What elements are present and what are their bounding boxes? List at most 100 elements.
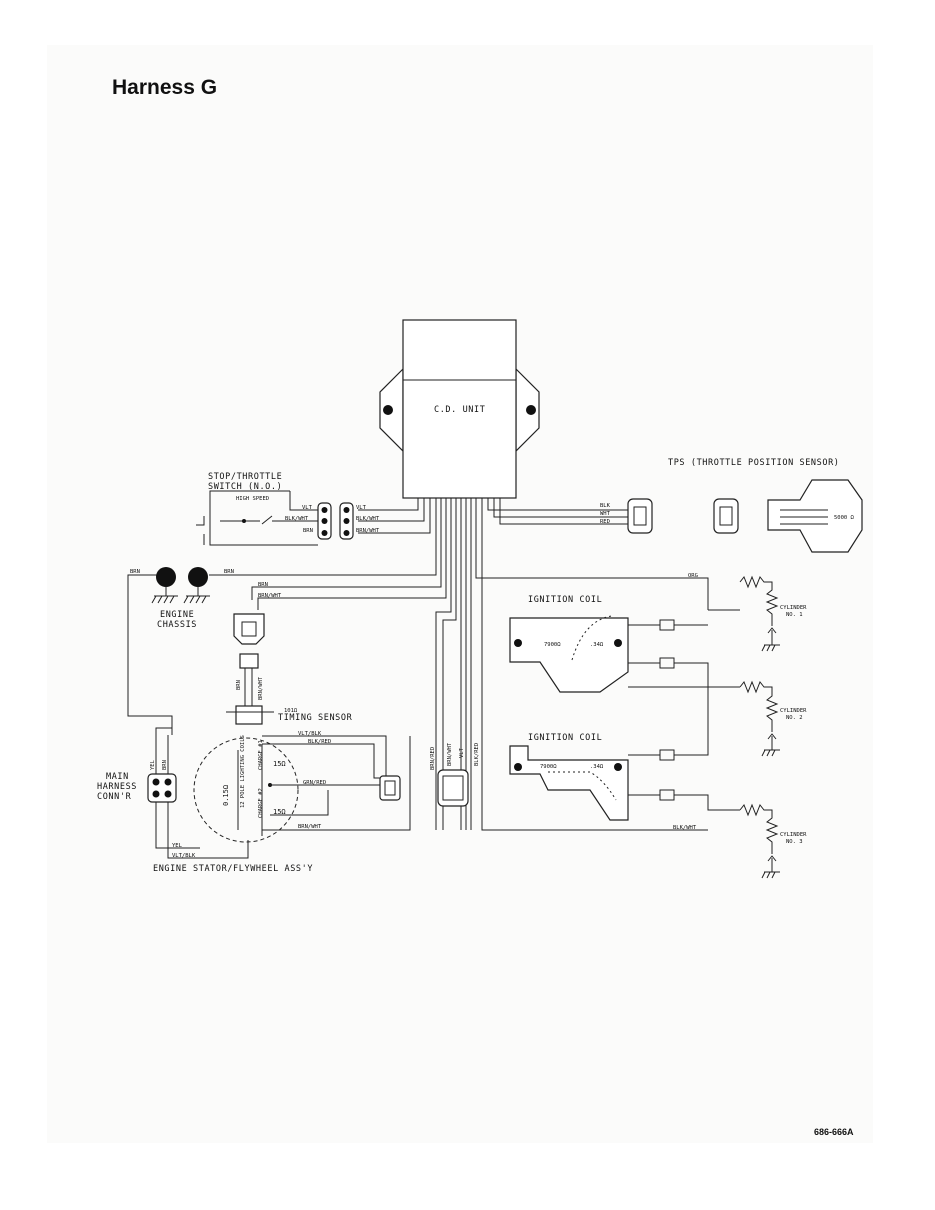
- center-wire-vlt: VLT: [459, 747, 465, 758]
- center-connector: BRN/RED BRN/WHT VLT BLK/RED: [430, 742, 480, 807]
- coil1-mount-right: [614, 639, 622, 647]
- wire-label-red: RED: [600, 519, 610, 525]
- wire-red-to-tps: [499, 498, 628, 525]
- coil2-mount-right: [614, 763, 622, 771]
- switch-contact: [220, 515, 318, 525]
- stop-switch-label-2: SWITCH (N.O.): [208, 482, 282, 492]
- cyl-1-label-b: NO. 1: [786, 612, 803, 618]
- coil-1-primary-res: 7900Ω: [544, 642, 561, 648]
- main-harness-body: [147, 773, 177, 803]
- pin: [164, 790, 172, 798]
- tps-plug-right: [713, 498, 739, 534]
- wire-label-brnwht-timing: BRN/WHT: [258, 593, 282, 599]
- center-wire-brnred: BRN/RED: [430, 747, 436, 770]
- diagram-sheet: [47, 45, 873, 1143]
- wire-blk-to-tps: [487, 498, 628, 511]
- document-number: 686-666A: [814, 1127, 854, 1137]
- wire-org-to-coil1: [475, 498, 709, 610]
- high-speed-label: HIGH SPEED: [236, 496, 269, 502]
- wire-brnwht-out: [358, 498, 431, 534]
- stator-connector-inner: [384, 780, 396, 796]
- stator-wires: VLT/BLK BLK/RED GRN/RED BRN/WHT: [262, 731, 411, 831]
- ground-symbol-1: [151, 587, 178, 604]
- wire-label-wht: WHT: [600, 511, 611, 517]
- switch-wire-brn: BRN: [303, 528, 313, 534]
- center-connector-inner: [442, 775, 464, 801]
- charge1-res-label: 15Ω: [273, 760, 286, 768]
- mh-wire-yel-bottom: YEL: [172, 843, 183, 849]
- timing-connector-inner: [241, 621, 257, 637]
- pin: [152, 778, 160, 786]
- pin: [343, 530, 350, 536]
- coil-1-primary-winding: [571, 615, 613, 661]
- wire-vltblk-top: [262, 735, 387, 784]
- ignition-coil-2-label: IGNITION COIL: [528, 733, 602, 743]
- cyl-3-resistor: [739, 803, 779, 854]
- coil-1-leads: [628, 609, 740, 688]
- switch-node: [242, 519, 246, 523]
- tps-label: TPS (THROTTLE POSITION SENSOR): [668, 458, 840, 468]
- cyl-1-label-a: CYLINDER: [780, 605, 807, 611]
- coil-1-secondary-res: .34Ω: [590, 642, 604, 648]
- coil-2-terminals: [628, 687, 740, 811]
- ground-lug-1: [156, 567, 176, 587]
- wire-vlt-out: [358, 498, 419, 511]
- charge2-res-label: 15Ω: [273, 808, 286, 816]
- timing-resistance: 101Ω: [284, 708, 298, 714]
- coil1-mount-left: [514, 639, 522, 647]
- wire-blkred: [262, 743, 380, 779]
- ground-lug-2: [188, 567, 208, 587]
- stator-wire-label-grnred: GRN/RED: [303, 780, 326, 786]
- timing-connector-bottom: [239, 653, 259, 669]
- stator-wire-label-blkred: BLK/RED: [308, 739, 331, 745]
- pin: [321, 507, 328, 513]
- timing-lead-brnwht: BRN/WHT: [258, 676, 264, 700]
- timing-sensor-leads: [244, 668, 253, 706]
- wire-brnwht-to-timing: [257, 498, 447, 610]
- coil-2-primary-winding: [548, 771, 617, 801]
- timing-sensor-label: TIMING SENSOR: [278, 713, 353, 723]
- cyl-2-label-a: CYLINDER: [780, 708, 807, 714]
- main-harness-label-3: CONN'R: [97, 792, 132, 802]
- center-wire-blkred: BLK/RED: [474, 743, 480, 766]
- tps-sensor: 5000 Ω TPS (THROTTLE POSITION SENSOR): [668, 458, 863, 553]
- wire-label-org: ORG: [688, 573, 698, 579]
- stop-throttle-switch: STOP/THROTTLE SWITCH (N.O.) HIGH SPEED V…: [196, 472, 380, 546]
- coil-2-primary-res: 7900Ω: [540, 764, 557, 770]
- cyl-2-label-b: NO. 2: [786, 715, 803, 721]
- timing-lead-brn: BRN: [236, 680, 242, 690]
- page-title: Harness G: [112, 76, 218, 99]
- main-harness-label-2: HARNESS: [97, 782, 137, 792]
- wire-blkwht-out: [358, 498, 425, 522]
- tps-connector: [627, 498, 739, 534]
- cyl-3-plug-ground: [761, 855, 780, 879]
- cd-unit-mount-hole-right: [526, 405, 536, 415]
- main-harness-upper-wires: [155, 727, 172, 774]
- stop-switch-label-1: STOP/THROTTLE: [208, 472, 282, 482]
- cyl-2-plug-ground: [761, 733, 780, 757]
- pin: [343, 518, 350, 524]
- cyl-1-plug-ground: [761, 627, 780, 652]
- cyl-3-label-b: NO. 3: [786, 839, 803, 845]
- wire-blkwht-to-coil2: [481, 498, 708, 831]
- tps-resistance: 5000 Ω: [834, 515, 855, 521]
- switch-wire-vlt: VLT: [302, 505, 313, 511]
- stator-connector: [379, 775, 401, 801]
- wire-brnwht-stator: [262, 736, 411, 831]
- coil2-mount-left: [514, 763, 522, 771]
- mh-wire-yel: YEL: [150, 759, 156, 770]
- conn-wire-vlt: VLT: [356, 505, 367, 511]
- wire-bundle-2: [442, 498, 457, 830]
- ignition-coil-1-label: IGNITION COIL: [528, 595, 602, 605]
- coil-1-terminals: [628, 624, 709, 687]
- coil-2-secondary-res: .34Ω: [590, 764, 604, 770]
- pin: [152, 790, 160, 798]
- chassis-label: CHASSIS: [157, 620, 197, 630]
- mh-wire-vltblk-bottom: VLT/BLK: [172, 853, 196, 859]
- stator-wire-label-brnwht: BRN/WHT: [298, 824, 322, 830]
- timing-sensor: BRN BRN/WHT 101Ω TIMING SENSOR: [226, 613, 353, 725]
- pin: [343, 507, 350, 513]
- tps-sensor-body: [767, 479, 863, 553]
- wire-brn-to-timing: [251, 498, 442, 600]
- wire-label-blk: BLK: [600, 503, 611, 509]
